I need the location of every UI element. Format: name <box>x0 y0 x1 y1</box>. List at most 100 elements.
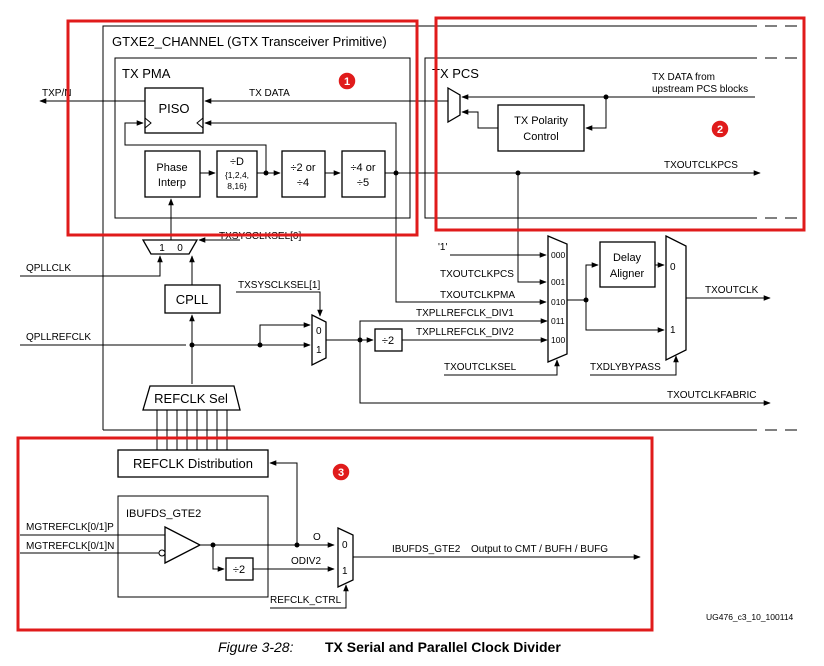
delay-aligner-block: Delay Aligner <box>599 241 656 288</box>
wire-to-div2-ibuf <box>212 545 225 572</box>
phase-interp-block: Phase Interp <box>144 150 201 198</box>
upstream-data-line1: TX DATA from <box>652 72 715 83</box>
ibufds-box: IBUFDS_GTE2 <box>117 495 269 598</box>
cpll-block: CPLL <box>164 284 221 314</box>
div2or4-block: ÷2 or ÷4 <box>281 150 326 198</box>
sys1-in0-label: 0 <box>316 326 322 337</box>
tx-pma-box: TX PMA <box>114 57 411 219</box>
ibufds-inverting-bubble <box>158 549 166 557</box>
txpllrefclk-div1-label: TXPLLREFCLK_DIV1 <box>416 308 514 319</box>
o-label: O <box>313 532 321 543</box>
cpll-label: CPLL <box>176 292 209 307</box>
txoutclksel-label: TXOUTCLKSEL <box>444 362 517 373</box>
txsysclksel1-label: TXSYSCLKSEL[1] <box>238 280 320 291</box>
outsel-001: 001 <box>551 277 565 287</box>
refclk-distribution-label: REFCLK Distribution <box>133 456 253 471</box>
tx-data-label: TX DATA <box>249 88 290 99</box>
refclk-ctrl-label: REFCLK_CTRL <box>270 595 342 606</box>
tx-pma-label: TX PMA <box>122 66 171 81</box>
sel0-in0-label: 0 <box>177 243 183 254</box>
refclk-distribution-block: REFCLK Distribution <box>117 449 269 478</box>
callout-1-label: 1 <box>344 76 350 88</box>
phase-interp-line1: Phase <box>156 162 187 174</box>
piso-label: PISO <box>158 101 189 116</box>
div2-fabric-label: ÷2 <box>382 335 394 347</box>
sel0-in1-label: 1 <box>159 243 165 254</box>
polarity-output-wire <box>461 109 498 129</box>
wire-outsel-to-delay <box>567 262 599 301</box>
txpllrefclk-div2-label: TXPLLREFCLK_DIV2 <box>416 327 514 338</box>
callout-badge-1: 1 <box>337 71 357 91</box>
tx-polarity-line2: Control <box>523 131 558 143</box>
pcs-data-mux <box>447 86 461 124</box>
txoutclkpma-label: TXOUTCLKPMA <box>440 290 515 301</box>
callout-2-label: 2 <box>717 124 723 136</box>
outsel-000: 000 <box>551 250 565 260</box>
delay-aligner-line2: Aligner <box>610 268 645 280</box>
wire-qpllref-to-sysmux <box>259 322 311 345</box>
delay-aligner-line1: Delay <box>613 252 642 264</box>
div-d-block: ÷D {1,2,4, 8,16} <box>216 150 258 198</box>
highlight-box-3 <box>16 436 654 632</box>
mgtrefclkp-label: MGTREFCLK[0/1]P <box>26 522 114 533</box>
div-d-opts-line1: {1,2,4, <box>225 170 249 180</box>
qpllrefclk-label: QPLLREFCLK <box>26 332 91 343</box>
txsysclksel0-mux: 1 0 <box>141 239 199 255</box>
ref-in0-label: 0 <box>342 540 348 551</box>
upstream-data-line2: upstream PCS blocks <box>652 84 748 95</box>
refclk-ctrl-wire <box>270 584 349 609</box>
txoutclksel-mux: 000 001 010 011 100 <box>547 235 568 363</box>
ref-in1-label: 1 <box>342 566 348 577</box>
ibufds-buffer <box>164 525 202 565</box>
sys1-in1-label: 1 <box>316 345 322 356</box>
txoutclksel-wire <box>444 359 560 376</box>
outsel-011: 011 <box>551 316 565 326</box>
junction-dot <box>263 170 269 176</box>
outsel-010: 010 <box>551 297 565 307</box>
txoutclkpcs-wire-2 <box>517 173 547 285</box>
piso-right-clock-wire <box>204 120 397 173</box>
ibufds-output-desc: Output to CMT / BUFH / BUFG <box>471 544 608 555</box>
doc-id: UG476_c3_10_100114 <box>706 612 794 622</box>
txdlybypass-mux: 0 1 <box>665 234 687 362</box>
piso-block: PISO <box>144 87 204 134</box>
highlight-box-1 <box>66 19 419 237</box>
channel-title: GTXE2_CHANNEL (GTX Transceiver Primitive… <box>112 34 387 49</box>
refclk-bus-wires <box>156 410 228 450</box>
ibufds-label: IBUFDS_GTE2 <box>126 508 201 520</box>
qpllclk-wire <box>20 255 163 277</box>
highlight-box-2 <box>434 16 806 232</box>
callout-badge-2: 2 <box>710 119 730 139</box>
div4or5-line1: ÷4 or <box>351 162 376 174</box>
callout-3-label: 3 <box>338 467 344 479</box>
gtxe2-channel-frame: GTXE2_CHANNEL (GTX Transceiver Primitive… <box>102 25 800 431</box>
div2-fabric-block: ÷2 <box>374 328 403 352</box>
txsysclksel1-wire <box>236 291 323 317</box>
phase-interp-line2: Interp <box>158 177 186 189</box>
txoutclkfabric-label: TXOUTCLKFABRIC <box>667 390 756 401</box>
odiv2-label: ODIV2 <box>291 556 321 567</box>
txsysclksel1-mux: 0 1 <box>311 313 327 367</box>
outsel-100: 100 <box>551 335 565 345</box>
txp-n-label: TXP/N <box>42 88 71 99</box>
dly-in1-label: 1 <box>670 325 676 336</box>
wire-bypass-path <box>585 300 665 333</box>
dly-in0-label: 0 <box>670 262 676 273</box>
div-d-label: ÷D <box>230 156 244 168</box>
div2or4-line2: ÷4 <box>297 177 309 189</box>
div4or5-line2: ÷5 <box>357 177 369 189</box>
const1-label: '1' <box>438 242 447 253</box>
txdlybypass-wire <box>590 355 679 376</box>
txoutclk-label: TXOUTCLK <box>705 285 759 296</box>
refclk-sel-block: REFCLK Sel <box>142 385 241 411</box>
div2-ibuf-block: ÷2 <box>225 557 254 581</box>
tx-polarity-block: TX Polarity Control <box>497 104 585 152</box>
txoutclkpcs-label: TXOUTCLKPCS <box>440 269 514 280</box>
ibufds-output-label: IBUFDS_GTE2 <box>392 544 461 555</box>
div4or5-block: ÷4 or ÷5 <box>341 150 386 198</box>
polarity-input-wire <box>585 97 607 131</box>
tx-pcs-label: TX PCS <box>432 66 479 81</box>
div2or4-line1: ÷2 or <box>291 162 316 174</box>
div-d-opts-line2: 8,16} <box>227 181 247 191</box>
